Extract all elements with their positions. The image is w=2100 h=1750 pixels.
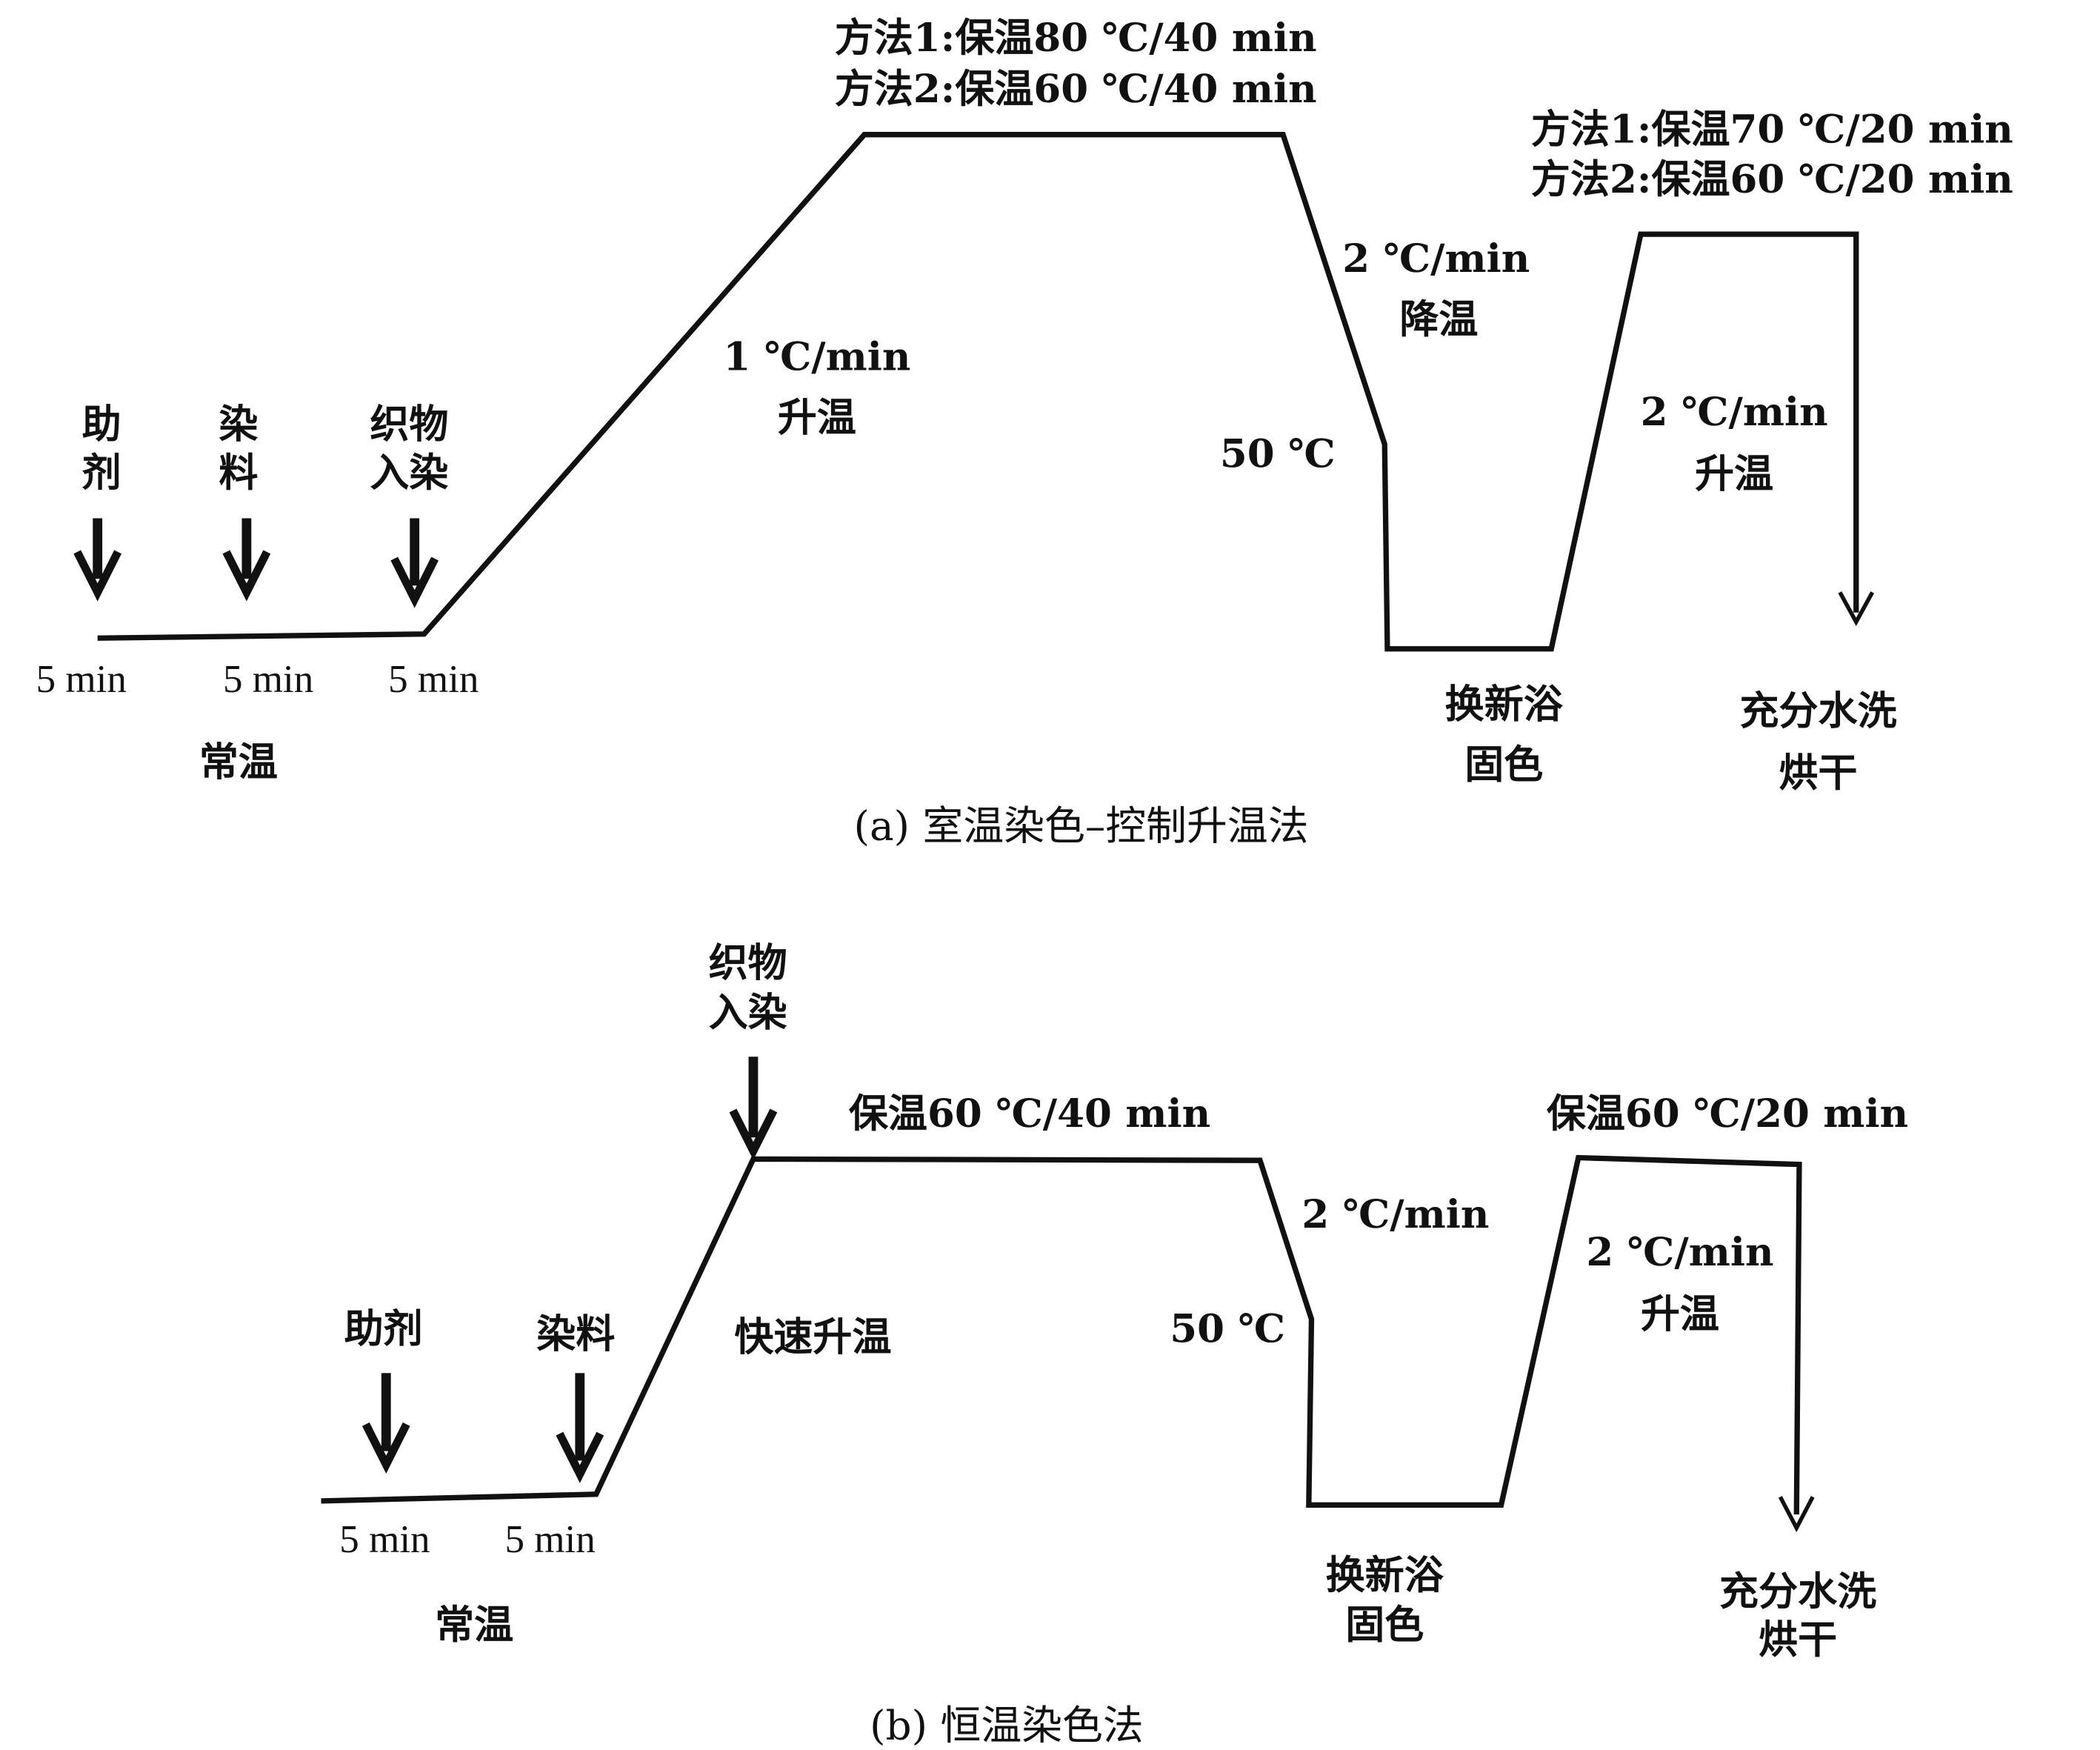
fast-ramp-label: 快速升温 bbox=[734, 1314, 891, 1360]
label-auxiliary: 助 bbox=[82, 402, 121, 448]
room-temp-label: 常温 bbox=[435, 1602, 513, 1648]
time-label: 5 min bbox=[36, 658, 127, 701]
ramp-rate-2-label: 2 ℃/min bbox=[1586, 1229, 1773, 1275]
label-dye: 染 bbox=[219, 402, 258, 448]
hold-2-label: 保温60 ℃/20 min bbox=[1547, 1091, 1908, 1137]
room-temp-label: 常温 bbox=[199, 739, 278, 785]
hold-2-label-method-2: 方法2:保温60 ℃/20 min bbox=[1531, 156, 2013, 202]
hold-label: 保温60 ℃/40 min bbox=[849, 1091, 1210, 1137]
temp-50-label: 50 ℃ bbox=[1220, 431, 1336, 477]
temp-50-label: 50 ℃ bbox=[1170, 1306, 1285, 1352]
cool-label: 降温 bbox=[1399, 296, 1478, 342]
cool-rate-label: 2 ℃/min bbox=[1301, 1191, 1489, 1237]
down-arrow-icon bbox=[361, 1373, 410, 1474]
time-label: 5 min bbox=[223, 658, 313, 701]
caption-a: (a) 室温染色–控制升温法 bbox=[854, 802, 1309, 850]
label-dye: 染料 bbox=[536, 1311, 615, 1357]
new-bath-label: 换新浴 bbox=[1326, 1552, 1444, 1598]
label-fabric-2: 入染 bbox=[709, 990, 787, 1036]
label-auxiliary: 助剂 bbox=[344, 1306, 423, 1352]
caption-b: (b) 恒温染色法 bbox=[870, 1702, 1144, 1749]
temperature-profile-a bbox=[97, 132, 1859, 652]
label-auxiliary-2: 剂 bbox=[82, 450, 121, 496]
ramp-2-label: 升温 bbox=[1641, 1291, 1719, 1337]
end-arrow-icon bbox=[1838, 591, 1875, 627]
panel-a: 助 剂 染 料 织物 入染 5 min 5 min 5 min 常温 1 ℃/m… bbox=[36, 15, 2013, 850]
down-arrow-icon bbox=[73, 518, 122, 602]
time-label: 5 min bbox=[339, 1518, 430, 1561]
label-fabric: 织物 bbox=[709, 939, 787, 985]
dry-label: 烘干 bbox=[1759, 1617, 1837, 1663]
ramp-rate-2-label: 2 ℃/min bbox=[1641, 389, 1828, 435]
hold-2-label-method-1: 方法1:保温70 ℃/20 min bbox=[1531, 107, 2013, 153]
hold-label-method-1: 方法1:保温80 ℃/40 min bbox=[835, 15, 1317, 61]
new-bath-label: 换新浴 bbox=[1445, 682, 1564, 728]
label-fabric-2: 入染 bbox=[370, 450, 448, 496]
down-arrow-icon bbox=[222, 518, 271, 602]
temperature-profile-b bbox=[321, 1154, 1802, 1515]
label-dye-2: 料 bbox=[219, 450, 258, 496]
dry-label: 烘干 bbox=[1779, 750, 1858, 796]
time-label: 5 min bbox=[504, 1518, 595, 1561]
wash-label: 充分水洗 bbox=[1739, 688, 1896, 734]
end-arrow-icon bbox=[1778, 1496, 1815, 1533]
down-arrow-icon bbox=[556, 1373, 604, 1483]
panel-b: 助剂 染料 织物 入染 5 min 5 min 常温 快速升温 保温60 ℃/4… bbox=[321, 939, 1908, 1749]
hold-label-method-2: 方法2:保温60 ℃/40 min bbox=[835, 66, 1317, 112]
time-label: 5 min bbox=[388, 658, 479, 701]
ramp-label: 升温 bbox=[778, 395, 856, 441]
label-fabric: 织物 bbox=[370, 402, 448, 448]
ramp-2-label: 升温 bbox=[1695, 451, 1773, 497]
fixing-label: 固色 bbox=[1464, 742, 1543, 788]
down-arrow-icon bbox=[729, 1057, 778, 1160]
down-arrow-icon bbox=[390, 518, 439, 608]
cool-rate-label: 2 ℃/min bbox=[1342, 236, 1530, 282]
wash-label: 充分水洗 bbox=[1719, 1568, 1876, 1614]
fixing-label: 固色 bbox=[1345, 1602, 1424, 1648]
ramp-rate-label: 1 ℃/min bbox=[723, 334, 910, 380]
